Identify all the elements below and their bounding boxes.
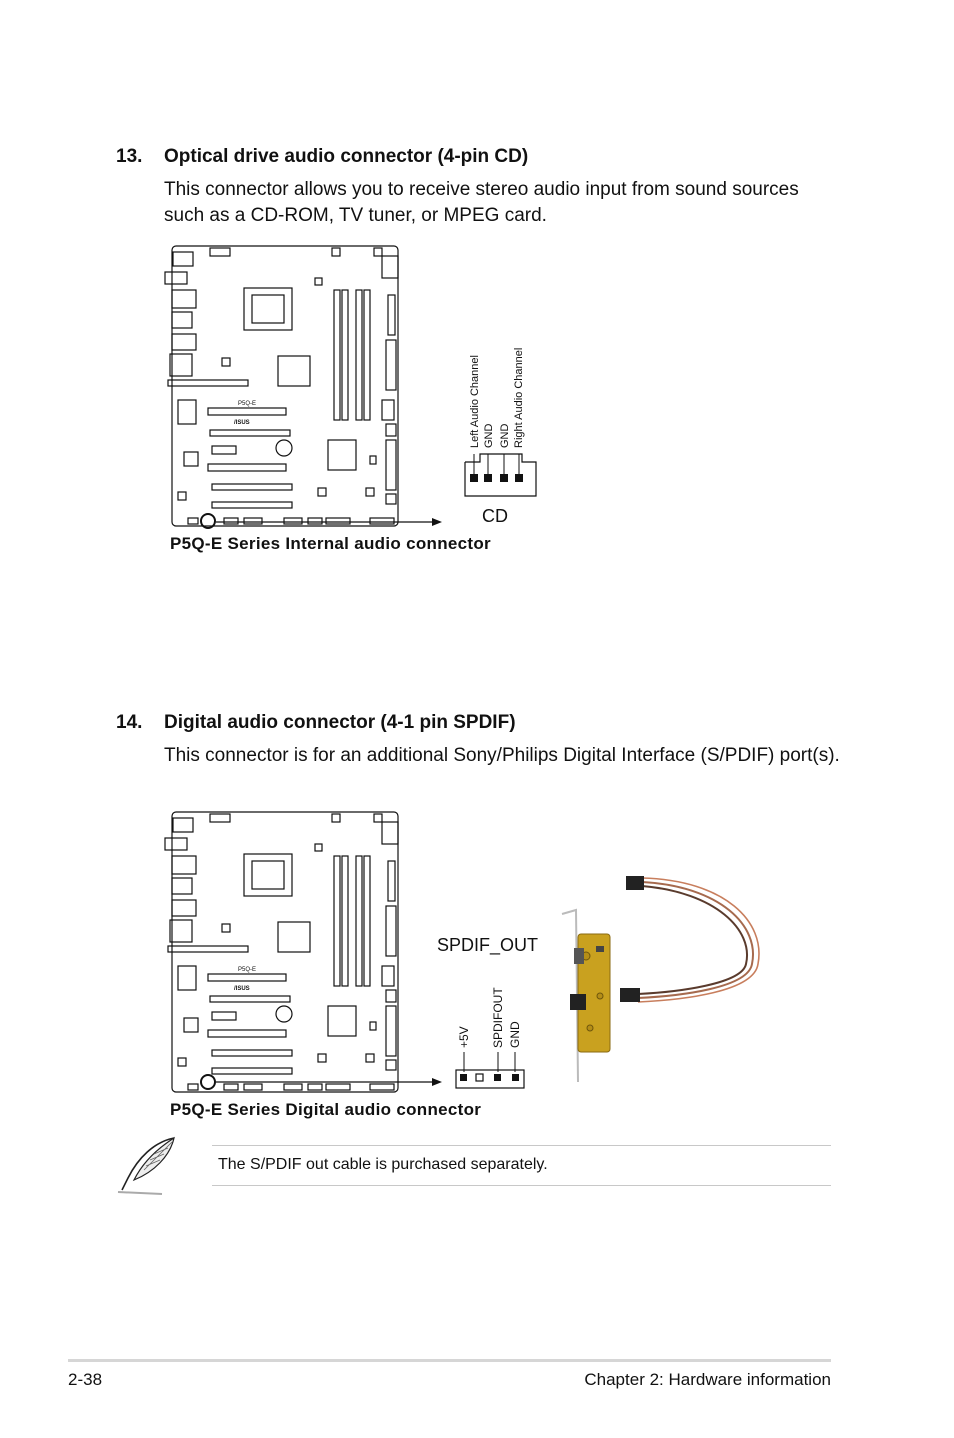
cd-connector-diagram: P5Q-E /ISUS Left Audio Channel GND GND R… (164, 245, 537, 529)
cd-pin-label-4: Right Audio Channel (513, 348, 525, 448)
spdif-cable-illustration (620, 876, 760, 1003)
cd-pin-label-3: GND (499, 424, 511, 449)
note-bottom-rule (212, 1185, 831, 1186)
board-brand-label: /ISUS (234, 420, 250, 426)
cd-connector-label: CD (482, 506, 508, 526)
motherboard-layout-1 (164, 245, 399, 529)
board-model-label-2: P5Q-E (238, 967, 256, 973)
spdif-header-outline (455, 1069, 525, 1089)
section-14-number: 14. (116, 712, 143, 733)
note-top-rule (212, 1145, 831, 1146)
cd-pin-label-2: GND (483, 424, 495, 449)
board-brand-label-2: /ISUS (234, 986, 250, 992)
note-text: The S/PDIF out cable is purchased separa… (218, 1156, 548, 1173)
spdif-pin-label-2: SPDIFOUT (491, 987, 505, 1048)
spdif-pins (460, 1074, 519, 1081)
feather-quill-icon (117, 1136, 175, 1195)
spdif-connector-diagram: P5Q-E /ISUS SPDIF_OUT +5V SPDIFOUT GND (164, 811, 760, 1093)
section-14-body: This connector is for an additional Sony… (164, 745, 840, 766)
footer-chapter: Chapter 2: Hardware information (584, 1370, 831, 1389)
pointer-arrowhead (432, 518, 442, 526)
section-14-title: Digital audio connector (4-1 pin SPDIF) (164, 712, 516, 733)
cd-header-outline (464, 453, 537, 497)
board-model-label: P5Q-E (238, 401, 256, 407)
section-13-title: Optical drive audio connector (4-pin CD) (164, 146, 529, 167)
footer-page-number: 2-38 (68, 1370, 103, 1389)
footer-rule (68, 1359, 831, 1362)
pointer-arrowhead-2 (432, 1078, 442, 1086)
spdif-bracket-illustration (561, 908, 611, 1083)
section-13-number: 13. (116, 146, 143, 167)
cd-pin-label-1: Left Audio Channel (469, 355, 481, 448)
cd-pins (470, 474, 523, 482)
section-14-caption: P5Q-E Series Digital audio connector (170, 1100, 482, 1119)
section-13-caption: P5Q-E Series Internal audio connector (170, 534, 491, 553)
spdif-connector-label: SPDIF_OUT (437, 935, 538, 956)
spdif-pin-label-1: +5V (457, 1026, 471, 1048)
section-13-body: This connector allows you to receive ste… (164, 179, 799, 226)
motherboard-layout-2 (164, 811, 399, 1093)
spdif-pin-label-3: GND (508, 1021, 522, 1048)
spdif-pin-leads (463, 1052, 516, 1072)
cd-pin-leads (473, 454, 520, 476)
